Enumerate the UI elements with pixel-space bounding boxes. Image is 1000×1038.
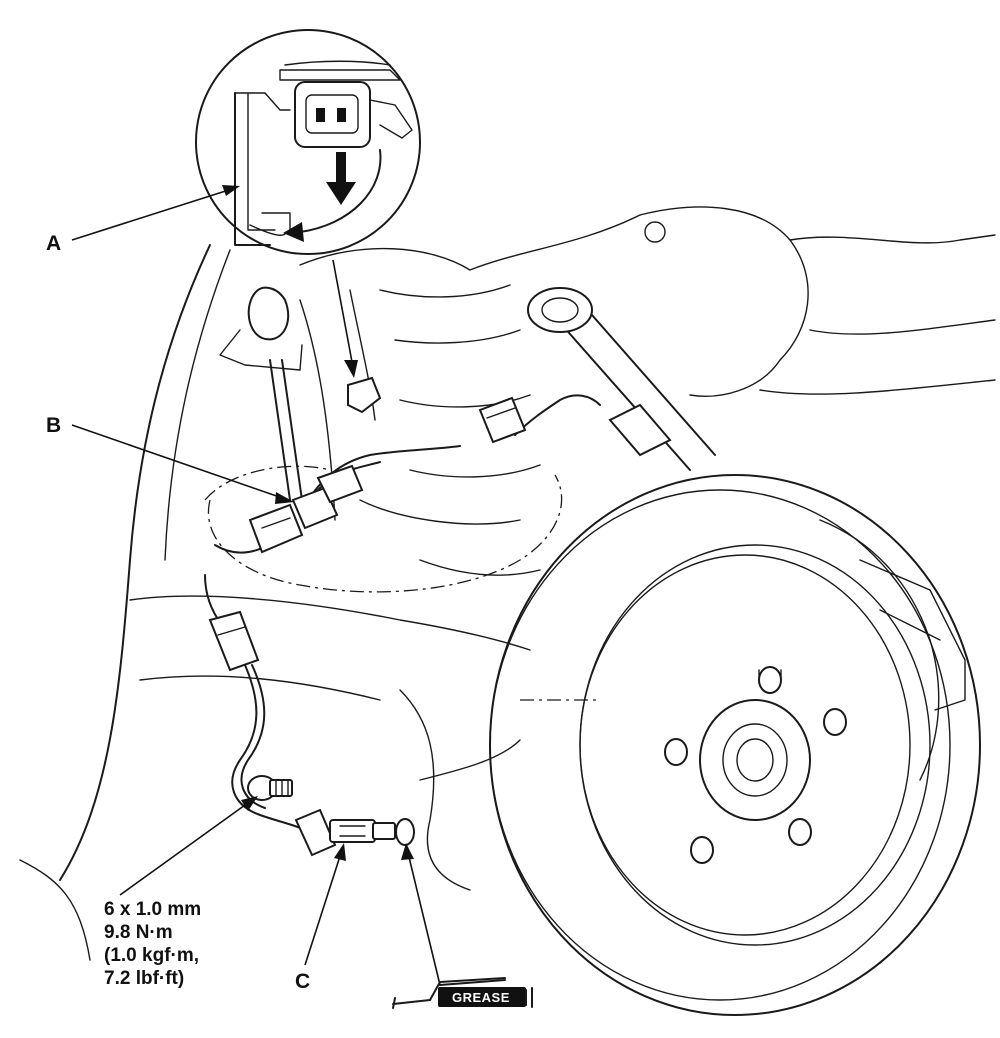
mounting-bolt (247, 775, 293, 801)
o-ring (395, 818, 415, 846)
callout-leaders (71, 185, 441, 986)
connector-b (248, 464, 364, 554)
torque-spec-line-1: 6 x 1.0 mm (104, 899, 201, 920)
inset-pointer-arrow (332, 259, 358, 378)
upper-harness-connector (478, 396, 527, 444)
callout-c-label: C (295, 970, 310, 993)
torque-spec-line-2: 9.8 N·m (104, 922, 173, 943)
connector-detail-inset (195, 29, 421, 255)
callout-a-label: A (46, 232, 61, 255)
torque-spec-line-3: (1.0 kgf·m, (104, 945, 199, 966)
brake-rotor (489, 474, 981, 1016)
torque-specification: 6 x 1.0 mm 9.8 N·m (1.0 kgf·m, 7.2 lbf·f… (104, 899, 201, 989)
grease-gun-icon: GREASE (392, 977, 533, 1009)
lug-studs (664, 666, 847, 864)
torque-spec-line-4: 7.2 lbf·ft) (104, 968, 184, 989)
lower-harness-connector (208, 610, 260, 672)
sensor-harness (204, 376, 601, 831)
callout-b-label: B (46, 414, 61, 437)
wheel-speed-sensor (247, 775, 415, 857)
grease-label: GREASE (452, 990, 510, 1005)
